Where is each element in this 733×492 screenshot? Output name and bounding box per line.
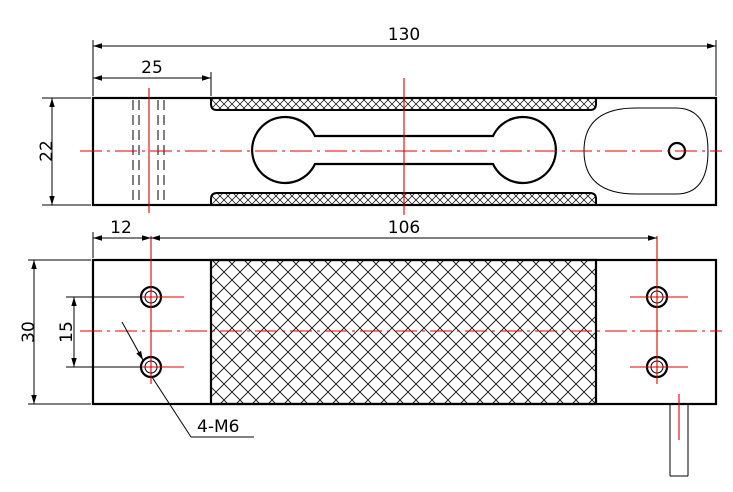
- end-offset-label: 25: [141, 58, 163, 78]
- dimension-height: 30: [19, 259, 91, 405]
- hole-pitch-label: 15: [57, 321, 77, 343]
- overall-length-label: 130: [388, 25, 420, 45]
- dimension-hole-offset: 12: [92, 218, 151, 258]
- bottom-view: 12 106 30 15 4-M6: [19, 218, 722, 477]
- hole-spacing-label: 106: [388, 218, 420, 238]
- width-label: 22: [37, 140, 57, 162]
- dimension-overall-length: 130: [92, 25, 717, 96]
- dumbbell-slot: [251, 115, 557, 185]
- hole-callout-label: 4-M6: [197, 417, 239, 437]
- top-view: 130 25 22: [37, 25, 722, 215]
- right-end-arc: [583, 107, 709, 195]
- bottom-hatch-region: [209, 258, 598, 406]
- dimension-hole-spacing: 106: [151, 218, 657, 241]
- height-label: 30: [19, 321, 39, 343]
- hole-callout: 4-M6: [121, 321, 254, 438]
- dimension-end-offset: 25: [93, 58, 212, 96]
- bottom-centerlines: [80, 236, 722, 384]
- dimension-width: 22: [37, 97, 91, 206]
- hole-offset-label: 12: [110, 218, 132, 238]
- cable: [669, 394, 689, 477]
- dimension-hole-pitch: 15: [57, 296, 142, 368]
